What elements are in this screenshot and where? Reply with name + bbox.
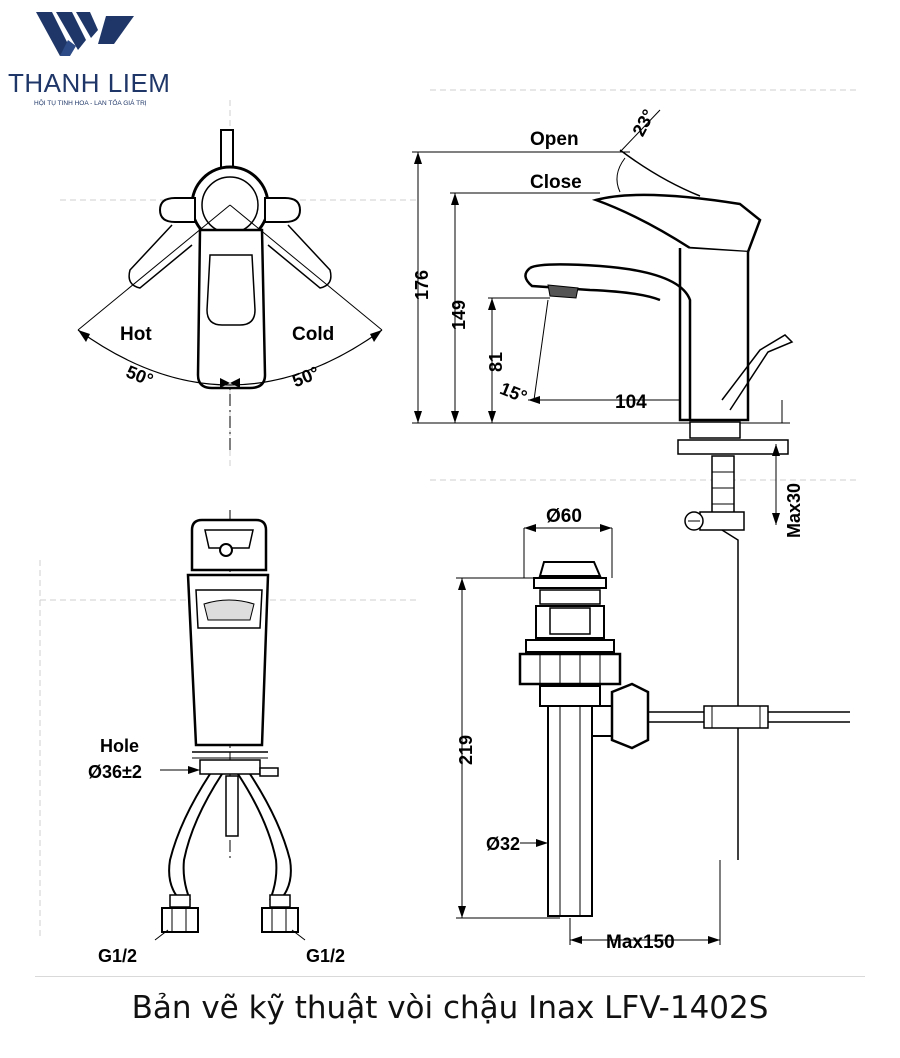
height-219-label: 219 xyxy=(456,735,476,765)
max30-label: Max30 xyxy=(784,483,804,538)
top-view xyxy=(77,129,383,450)
cold-label: Cold xyxy=(292,324,334,345)
pipe-dia-label: Ø32 xyxy=(486,834,520,854)
hole-dim-label: Ø36±2 xyxy=(88,762,142,782)
side-view xyxy=(412,109,794,860)
logo-mark-icon xyxy=(36,12,134,56)
max150-label: Max150 xyxy=(606,932,675,953)
height-81-label: 81 xyxy=(486,352,506,372)
height-149-label: 149 xyxy=(449,300,469,330)
open-label: Open xyxy=(530,129,579,150)
height-176-label: 176 xyxy=(412,270,432,300)
cap-dia-label: Ø60 xyxy=(546,506,582,527)
drawing-caption: Bản vẽ kỹ thuật vòi chậu Inax LFV-1402S xyxy=(131,990,769,1026)
caption-divider xyxy=(35,976,865,977)
inlet-left-label: G1/2 xyxy=(98,946,137,966)
angle-left-label: 50° xyxy=(123,361,156,390)
front-view xyxy=(154,510,306,941)
hole-label: Hole xyxy=(100,736,139,756)
lever-angle-label: 23° xyxy=(628,106,658,139)
logo-tagline: HỘI TỤ TINH HOA - LAN TỎA GIÁ TRỊ xyxy=(34,100,147,107)
reach-104-label: 104 xyxy=(615,392,647,413)
hot-label: Hot xyxy=(120,324,152,345)
spout-angle-label: 15° xyxy=(497,378,530,407)
inlet-right-label: G1/2 xyxy=(306,946,345,966)
logo-brand-text: THANH LIEM xyxy=(8,68,171,98)
drain-view xyxy=(456,524,850,945)
close-label: Close xyxy=(530,172,582,193)
